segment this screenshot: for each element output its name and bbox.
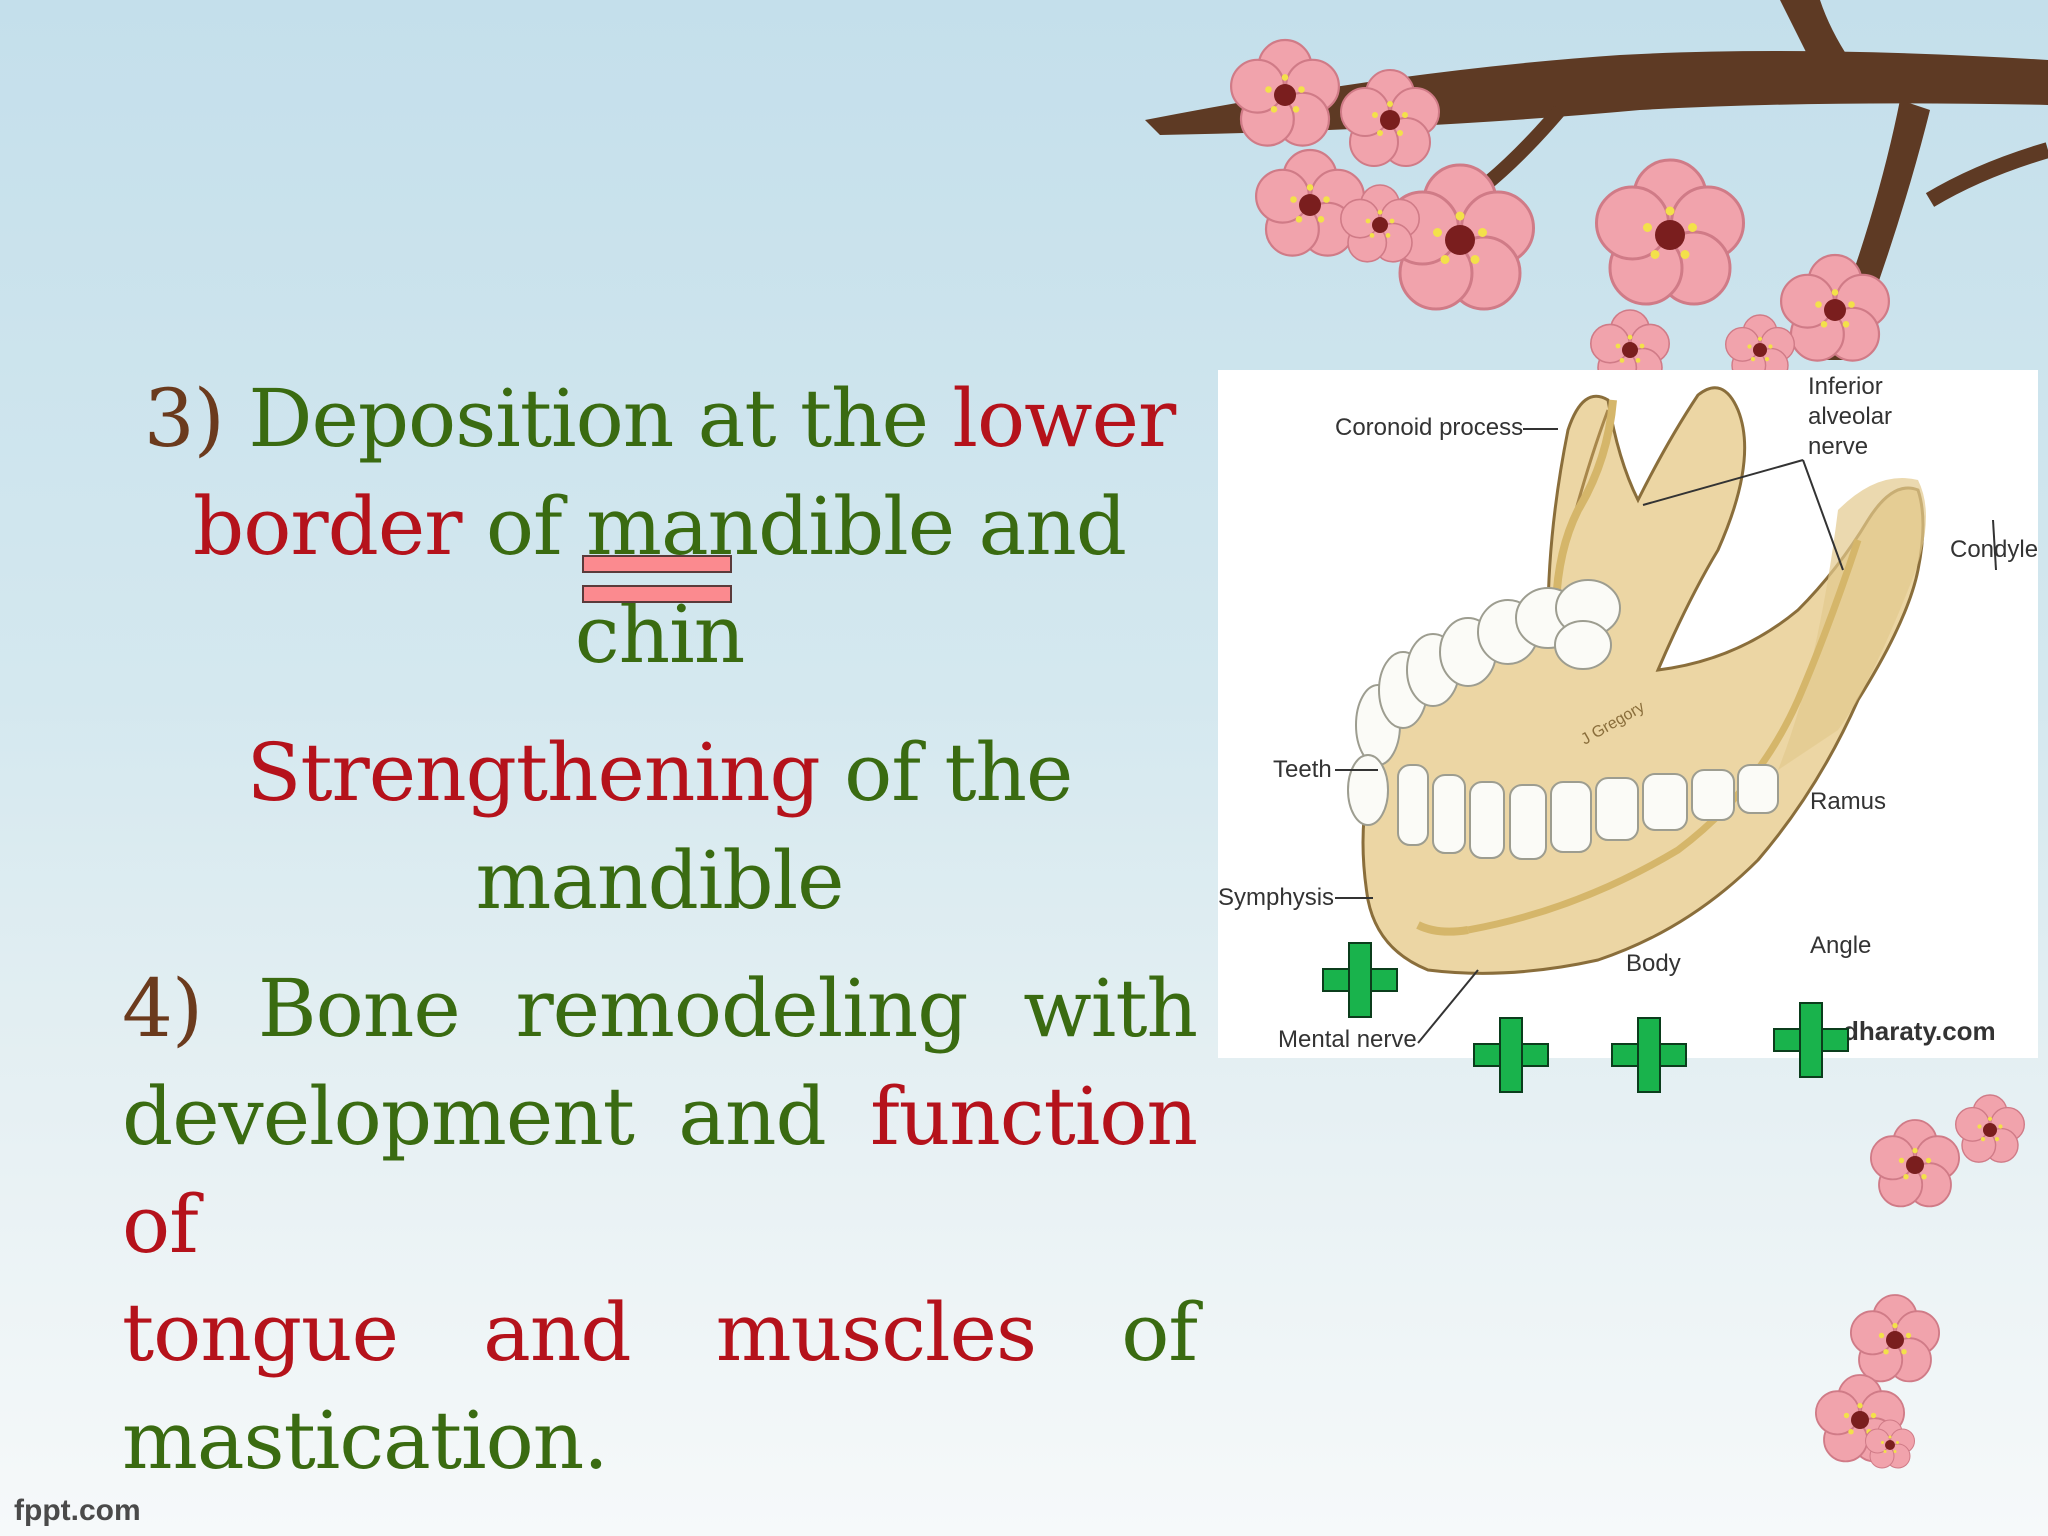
label-body: Body [1626, 950, 1681, 977]
label-angle: Angle [1810, 932, 1872, 959]
label-mental-nerve: Mental nerve [1278, 1026, 1417, 1053]
watermark-text: dharaty.com [1843, 1016, 1996, 1046]
point-4-line-2: development and function of [122, 1070, 1198, 1271]
plus-icon [1322, 942, 1398, 1018]
equals-sign-icon [582, 555, 732, 605]
point-3-line-1: 3) Deposition at the lower [143, 372, 1176, 465]
text-content: 3) Deposition at the lower border of man… [122, 365, 1198, 1495]
point-4-number: 4) [122, 962, 203, 1055]
point-4-line-3: tongue and muscles of [122, 1286, 1198, 1379]
label-teeth: Teeth [1273, 756, 1332, 783]
result-line-1: Strengthening of the [246, 726, 1074, 819]
point-4-line-1: 4) Bone remodeling with [122, 962, 1198, 1055]
label-inferior-alveolar-nerve: Inferior alveolar nerve [1808, 373, 1893, 460]
result-line-2: mandible [475, 834, 844, 927]
plus-icon [1473, 1017, 1549, 1093]
mandible-illustration [1335, 386, 1997, 1044]
point-3-line-2: border of mandible and chin [193, 480, 1127, 681]
label-condyle: Condyle [1950, 536, 2039, 563]
point-4-line-4: mastication. [122, 1394, 609, 1487]
point-3-number: 3) [143, 372, 225, 465]
label-ramus: Ramus [1810, 788, 1887, 815]
label-coronoid-process: Coronoid process [1335, 414, 1524, 441]
label-symphysis: Symphysis [1218, 884, 1335, 911]
plus-icon [1773, 1002, 1849, 1078]
plus-icon [1611, 1017, 1687, 1093]
footer-site-credit: fppt.com [14, 1494, 141, 1527]
